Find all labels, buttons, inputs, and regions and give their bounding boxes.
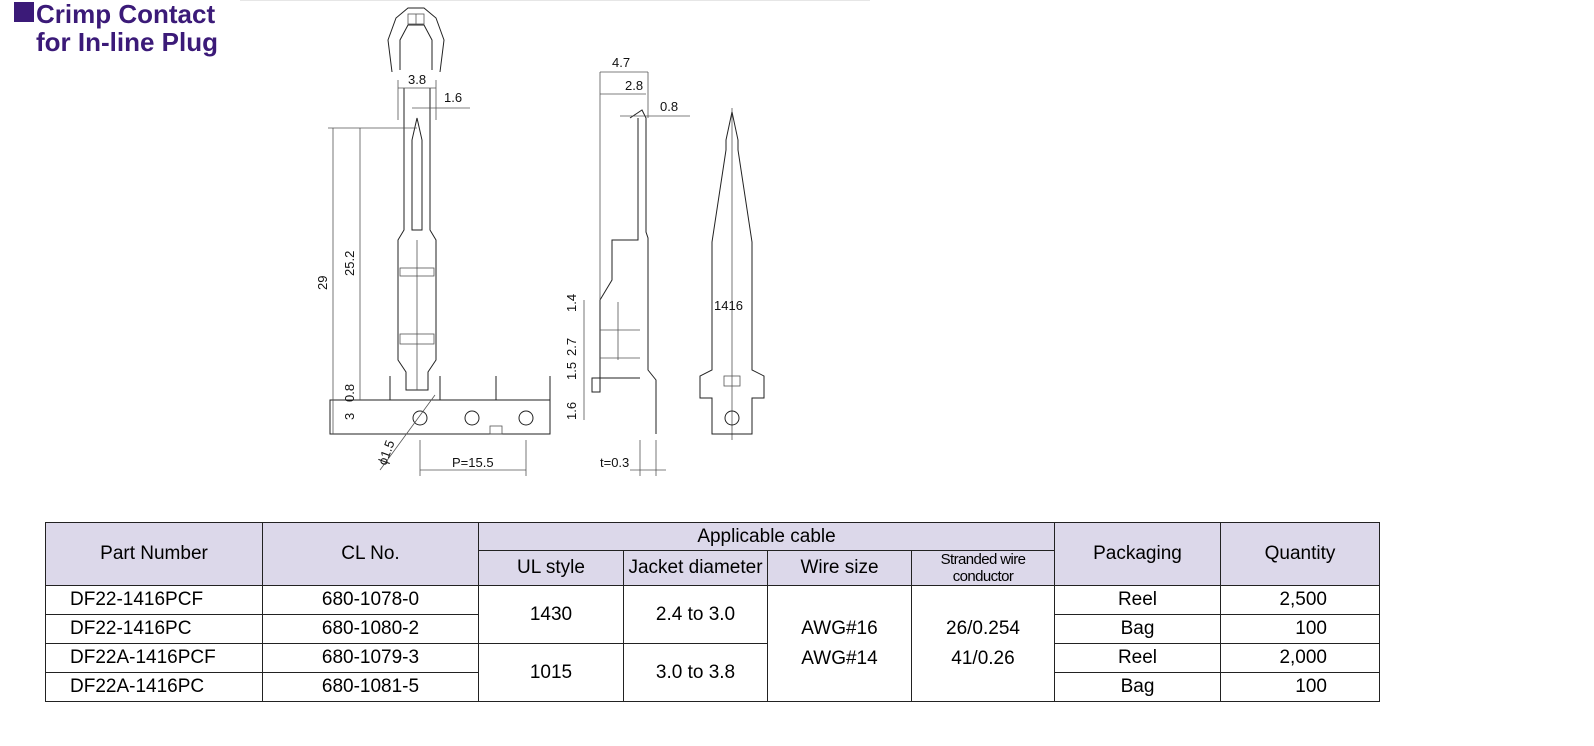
jacket-diameter-cell: 3.0 to 3.8 xyxy=(623,643,768,702)
quantity-cell: 2,500 xyxy=(1220,585,1380,615)
cl-no-cell: 680-1080-2 xyxy=(262,614,479,644)
header-part-number: Part Number xyxy=(45,522,263,586)
header-applicable-cable: Applicable cable xyxy=(478,522,1055,551)
packaging-cell: Reel xyxy=(1054,585,1221,615)
header-ul-style: UL style xyxy=(478,550,624,586)
cl-no-cell: 680-1081-5 xyxy=(262,672,479,702)
dim-2-8: 2.8 xyxy=(625,78,643,93)
quantity-cell: 2,000 xyxy=(1220,643,1380,673)
top-rule xyxy=(240,0,870,1)
dim-phi: ϕ1.5 xyxy=(375,438,398,467)
header-packaging: Packaging xyxy=(1054,522,1221,586)
cl-no-cell: 680-1079-3 xyxy=(262,643,479,673)
header-stranded-wire: Stranded wire conductor xyxy=(911,550,1055,586)
header-jacket-diameter: Jacket diameter xyxy=(623,550,768,586)
stranded-value: 26/0.254 xyxy=(946,617,1020,639)
cl-no-cell: 680-1078-0 xyxy=(262,585,479,615)
dim-3: 3 xyxy=(342,413,357,420)
jacket-diameter-cell: 2.4 to 3.0 xyxy=(623,585,768,644)
ul-style-cell: 1430 xyxy=(478,585,624,644)
dim-0-8-side: 0.8 xyxy=(660,99,678,114)
part-number-cell: DF22A-1416PCF xyxy=(45,643,263,673)
rear-view: 1416 xyxy=(699,108,765,440)
stranded-value: 41/0.26 xyxy=(951,647,1015,669)
dim-25-2: 25.2 xyxy=(342,251,357,276)
dim-2-7: 2.7 xyxy=(564,338,579,356)
dim-1-5: 1.5 xyxy=(564,362,579,380)
page-title: Crimp Contact for In-line Plug xyxy=(14,0,218,56)
packaging-cell: Bag xyxy=(1054,614,1221,644)
table-row: DF22A-1416PCF 680-1079-3 1015 3.0 to 3.8… xyxy=(45,643,1380,702)
table-row: DF22A-1416PC 680-1081-5 Bag 100 xyxy=(45,672,1380,702)
spec-table: Part Number CL No. Applicable cable Pack… xyxy=(45,522,1380,702)
side-view: 4.7 2.8 0.8 1.4 2.7 1.5 1.6 t=0.3 xyxy=(564,55,690,476)
dim-3-8: 3.8 xyxy=(408,72,426,87)
dim-1-6-side: 1.6 xyxy=(564,402,579,420)
technical-drawing: 3.8 1.6 29 25.2 3 0.8 ϕ1.5 P=15.5 4.7 2.… xyxy=(315,7,765,476)
header-cl-no: CL No. xyxy=(262,522,479,586)
quantity-cell: 100 xyxy=(1220,672,1380,702)
dim-thickness: t=0.3 xyxy=(600,455,629,470)
quantity-cell: 100 xyxy=(1220,614,1380,644)
header-quantity: Quantity xyxy=(1220,522,1380,586)
dim-1-4: 1.4 xyxy=(564,294,579,312)
packaging-cell: Reel xyxy=(1054,643,1221,673)
wire-size-cell: AWG#16 AWG#14 xyxy=(767,585,912,702)
front-view: 3.8 1.6 29 25.2 3 0.8 ϕ1.5 P=15.5 xyxy=(315,7,551,476)
part-number-cell: DF22-1416PC xyxy=(45,614,263,644)
part-number-cell: DF22A-1416PC xyxy=(45,672,263,702)
dim-4-7: 4.7 xyxy=(612,55,630,70)
part-mark: 1416 xyxy=(714,298,743,313)
table-row: DF22-1416PCF 680-1078-0 1430 2.4 to 3.0 … xyxy=(45,585,1380,702)
wire-size-value: AWG#16 xyxy=(801,617,878,639)
title-line-2: for In-line Plug xyxy=(36,27,218,57)
stranded-wire-cell: 26/0.254 41/0.26 xyxy=(911,585,1055,702)
part-number-cell: DF22-1416PCF xyxy=(45,585,263,615)
title-line-1: Crimp Contact xyxy=(36,0,216,29)
dim-0-8-front: 0.8 xyxy=(342,384,357,402)
packaging-cell: Bag xyxy=(1054,672,1221,702)
wire-size-value: AWG#14 xyxy=(801,647,878,669)
header-wire-size: Wire size xyxy=(767,550,912,586)
dim-1-6-front: 1.6 xyxy=(444,90,462,105)
dim-pitch: P=15.5 xyxy=(452,455,494,470)
square-bullet-icon xyxy=(14,2,34,22)
ul-style-cell: 1015 xyxy=(478,643,624,702)
dim-29: 29 xyxy=(315,276,330,290)
table-row: DF22-1416PC 680-1080-2 Bag 100 xyxy=(45,614,1380,644)
